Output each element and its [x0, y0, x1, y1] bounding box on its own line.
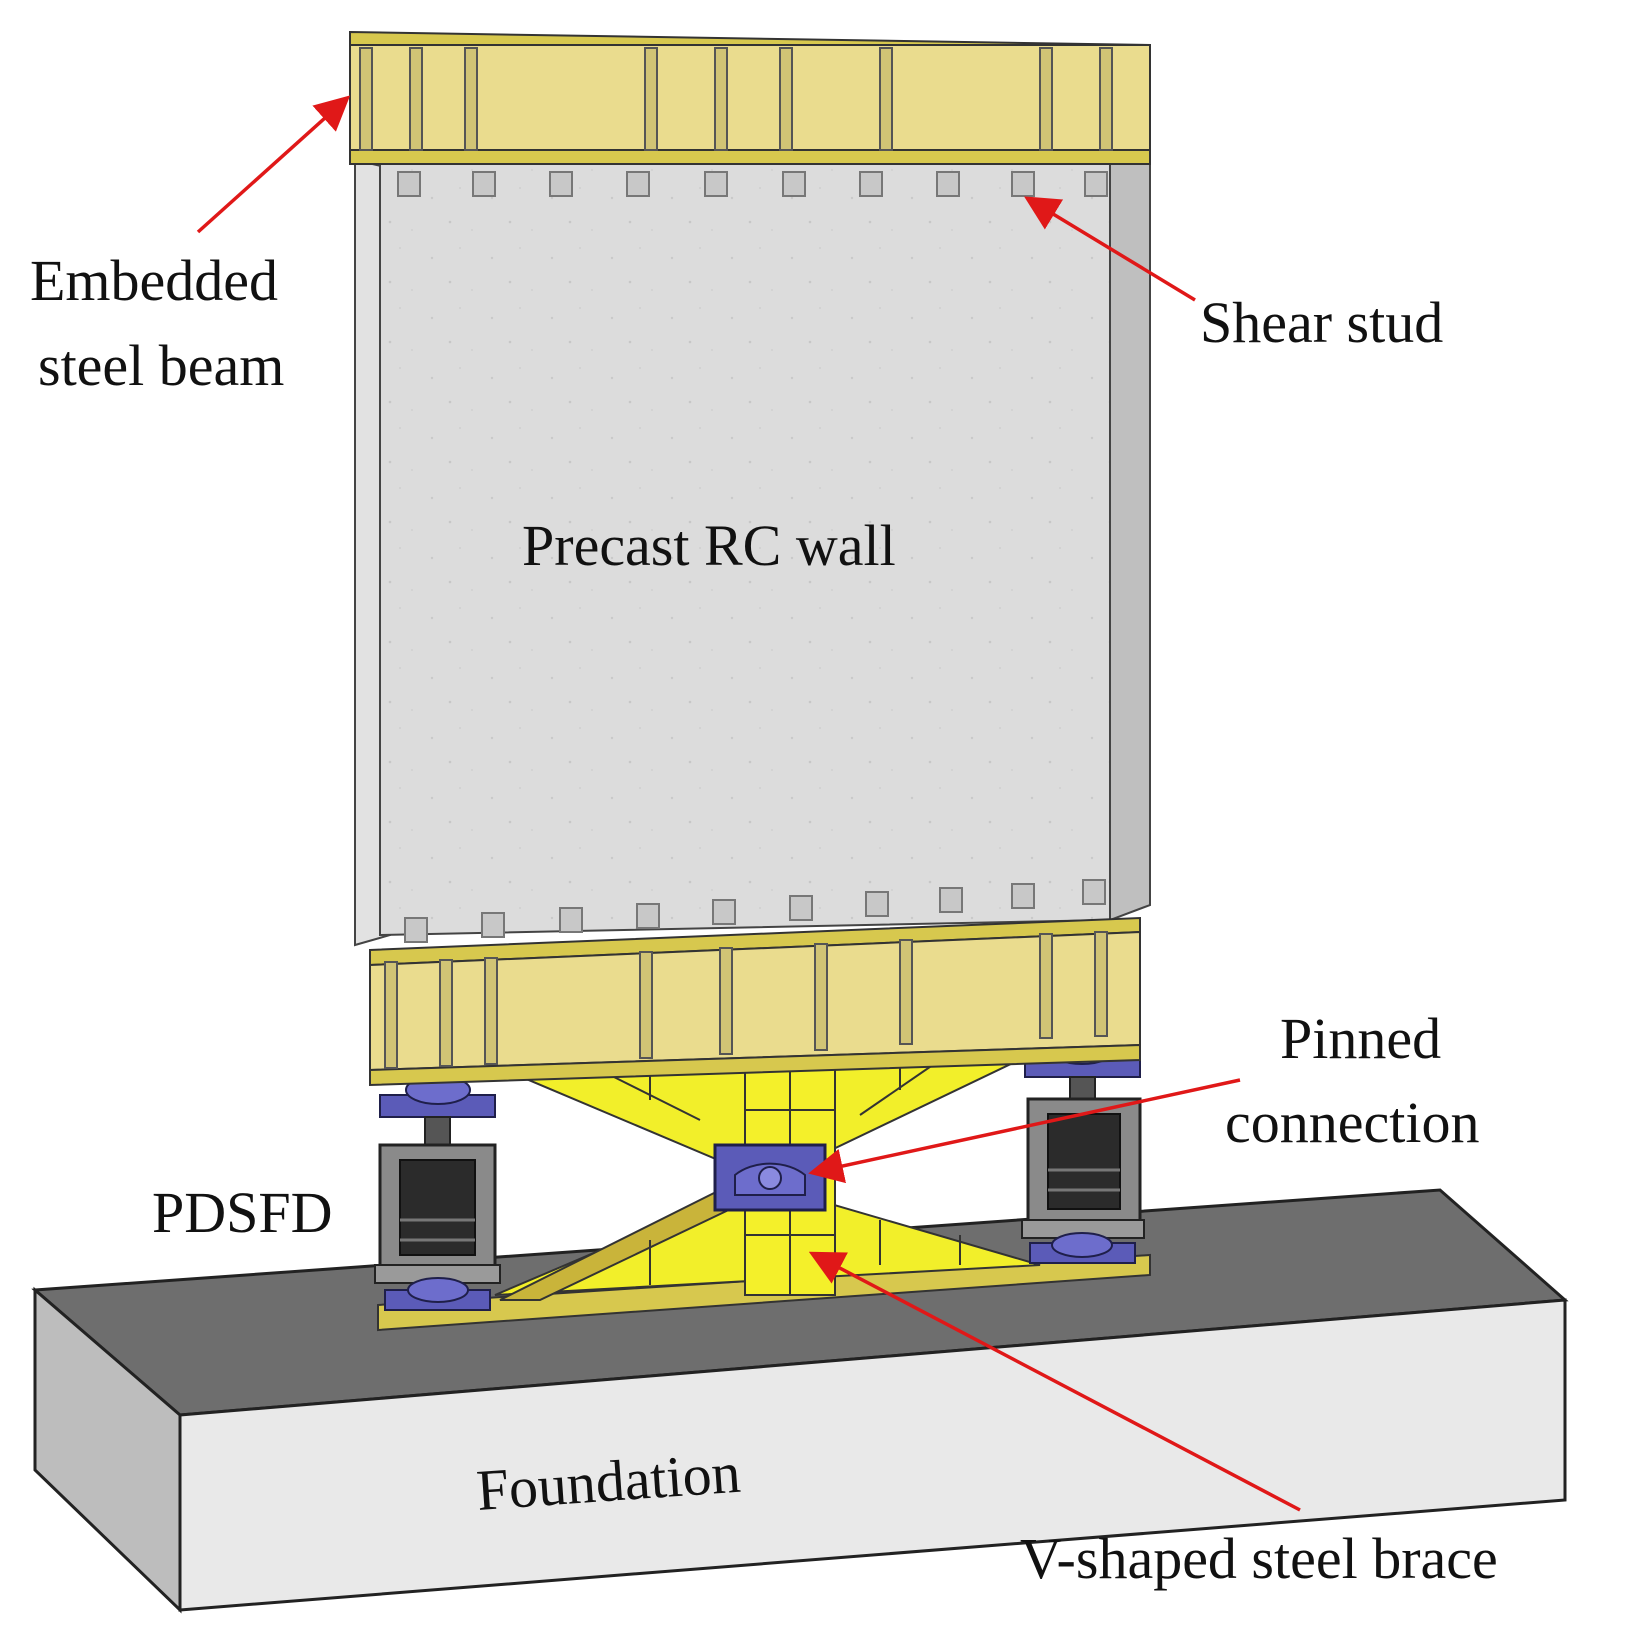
shear-stud [549, 171, 573, 197]
label-precast-rc-wall: Precast RC wall [522, 513, 896, 578]
precast-rc-wall [354, 148, 1151, 947]
shear-stud [782, 171, 806, 197]
shear-stud [397, 171, 421, 197]
embedded-steel-beam-bottom [369, 916, 1141, 1087]
foundation-left-face [33, 1286, 182, 1614]
shear-stud [472, 171, 496, 197]
shear-stud [636, 903, 660, 929]
shear-stud [789, 895, 813, 921]
pin-bolt [758, 1166, 782, 1190]
label-pinned-connection-line2: connection [1225, 1090, 1479, 1155]
arrow-v-shaped-steel-brace [808, 1251, 1301, 1512]
shear-stud [404, 917, 428, 943]
pinned-connection [713, 1143, 827, 1212]
shear-stud [939, 887, 963, 913]
shear-stud [1084, 171, 1108, 197]
shear-stud [626, 171, 650, 197]
label-pinned-connection-line1: Pinned [1280, 1006, 1441, 1071]
shear-stud [1011, 171, 1035, 197]
shear-studs-top [397, 171, 1108, 197]
label-embedded-steel-beam-line1: Embedded [30, 248, 278, 313]
arrow-embedded-steel-beam [196, 95, 351, 234]
label-embedded-steel-beam-line2: steel beam [38, 333, 284, 398]
label-v-shaped-steel-brace: V-shaped steel brace [1020, 1526, 1498, 1591]
label-pdsfd: PDSFD [152, 1180, 333, 1245]
pdsfd-left [374, 1075, 501, 1311]
shear-stud [1082, 879, 1106, 905]
shear-stud [859, 171, 883, 197]
shear-stud [1011, 883, 1035, 909]
shear-studs-bottom [404, 879, 1106, 943]
arrow-pinned-connection [808, 1078, 1241, 1184]
shear-stud [481, 912, 505, 938]
shear-stud [712, 899, 736, 925]
label-shear-stud: Shear stud [1200, 290, 1443, 355]
foundation [31, 1188, 1569, 1614]
embedded-steel-beam-top [349, 30, 1151, 165]
shear-stud [865, 891, 889, 917]
shear-stud [936, 171, 960, 197]
shear-stud [704, 171, 728, 197]
pdsfd-right [1021, 1035, 1145, 1264]
shear-stud [559, 907, 583, 933]
arrow-shear-stud [1024, 196, 1196, 302]
annotation-arrows [196, 95, 1301, 1512]
wall-side-face [1109, 148, 1151, 922]
